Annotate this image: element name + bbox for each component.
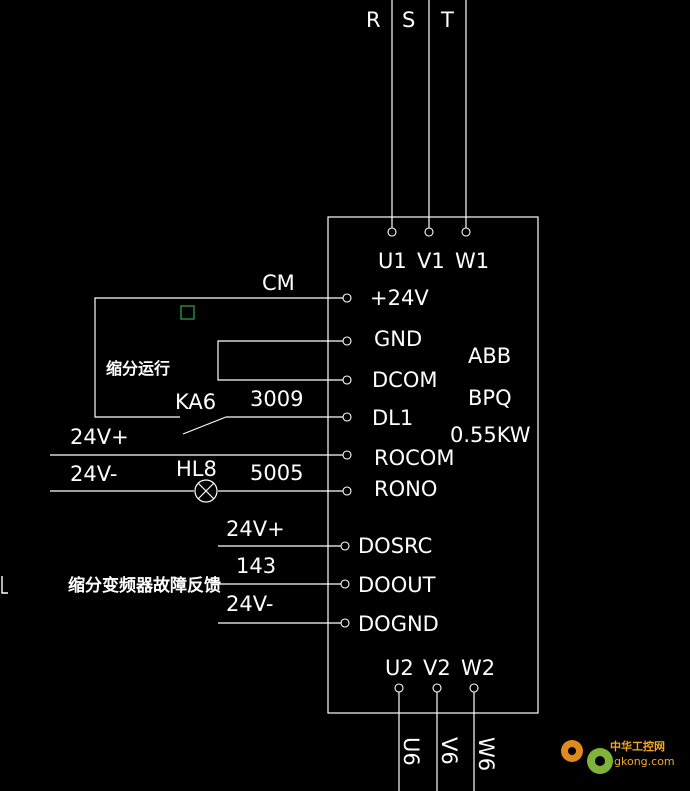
supply-phases: R S T <box>366 0 467 228</box>
terminal-dognd <box>340 618 350 628</box>
terminal-label-rocom: ROCOM <box>374 446 454 470</box>
terminal-w1 <box>461 227 471 237</box>
terminal-v2 <box>432 683 442 693</box>
terminal-label-w1: W1 <box>455 249 489 273</box>
terminal-gnd <box>342 336 352 346</box>
dosrc-label: 24V+ <box>226 517 285 541</box>
cm-wire <box>94 297 343 418</box>
output-wire-label-w6: W6 <box>474 737 498 771</box>
terminal-label-doout: DOOUT <box>358 573 436 597</box>
doout-wire-label: 143 <box>236 554 276 578</box>
ka6-label: KA6 <box>175 390 216 414</box>
terminal-dl1 <box>342 412 352 422</box>
terminal-label-v2: V2 <box>423 656 451 680</box>
terminal-label-dosrc: DOSRC <box>358 534 432 558</box>
dognd-label: 24V- <box>226 592 273 616</box>
inverter-name-line-3: 0.55KW <box>450 423 531 447</box>
wire-5005-label: 5005 <box>250 461 303 485</box>
terminal-dcom <box>342 375 352 385</box>
terminal-label-u1: U1 <box>378 249 407 273</box>
marker-square <box>180 305 195 320</box>
terminal-u1 <box>387 227 397 237</box>
edge-mark <box>1 576 8 594</box>
terminal-label-rono: RONO <box>374 477 437 501</box>
inverter-name-line-2: BPQ <box>468 386 512 410</box>
io-terminal-points <box>340 293 352 628</box>
terminal-label-v1: V1 <box>417 249 445 273</box>
dc-pos-label: 24V+ <box>70 425 129 449</box>
dc-neg-label: 24V- <box>70 462 117 486</box>
watermark-site-cn: 中华工控网 <box>610 739 665 753</box>
terminal-w2 <box>469 683 479 693</box>
terminal-rono <box>342 486 352 496</box>
terminal-label-dognd: DOGND <box>358 612 439 636</box>
hl8-label: HL8 <box>176 457 217 481</box>
terminal-24v <box>342 293 352 303</box>
run-annotation: 缩分运行 <box>106 359 170 378</box>
phase-label-t: T <box>440 8 454 32</box>
ka6-contact <box>182 416 227 435</box>
terminal-u2 <box>394 683 404 693</box>
hl8-lamp-icon <box>194 479 218 503</box>
wire-3009-label: 3009 <box>250 387 303 411</box>
output-wire-label-v6: V6 <box>437 737 461 765</box>
inverter-box <box>327 216 539 714</box>
terminal-rocom <box>342 450 352 460</box>
input-terminals: U1 V1 W1 <box>378 227 489 273</box>
fault-annotation: 缩分变频器故障反馈 <box>68 575 221 596</box>
gnd-dcom-jumper <box>217 340 343 381</box>
gear-icon <box>561 740 613 774</box>
phase-label-s: S <box>402 8 415 32</box>
inverter-name-line-1: ABB <box>468 344 511 368</box>
terminal-label-u2: U2 <box>385 656 414 680</box>
terminal-label-gnd: GND <box>374 327 422 351</box>
io-terminal-labels: +24V GND DCOM DL1 ROCOM RONO DOSRC DOOUT… <box>358 286 454 636</box>
watermark-site-url: gkong.com <box>614 755 675 768</box>
terminal-label-dl1: DL1 <box>372 406 413 430</box>
output-wire-label-u6: U6 <box>399 737 423 766</box>
terminal-doout <box>340 579 350 589</box>
terminal-v1 <box>424 227 434 237</box>
terminal-label-24v: +24V <box>370 286 429 310</box>
terminal-label-w2: W2 <box>461 656 495 680</box>
cm-label: CM <box>262 271 295 295</box>
terminal-label-dcom: DCOM <box>372 368 437 392</box>
terminal-dosrc <box>340 541 350 551</box>
phase-label-r: R <box>366 8 381 32</box>
watermark: 中华工控网 gkong.com <box>561 739 675 774</box>
output-terminals: U2 V2 W2 <box>385 656 495 791</box>
